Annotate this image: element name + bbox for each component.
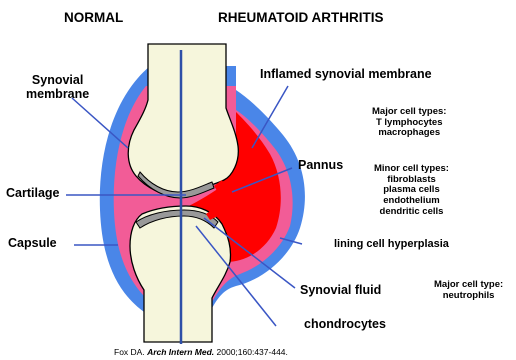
label-synovial-membrane-line-2: membrane — [26, 87, 89, 101]
citation-authors: Fox DA. — [114, 347, 145, 357]
label-capsule: Capsule — [8, 236, 57, 250]
heading-normal: NORMAL — [64, 10, 123, 25]
label-synovial-membrane: Synovial membrane — [26, 73, 89, 101]
minor-cell-types-block: Minor cell types: fibroblasts plasma cel… — [374, 164, 449, 217]
citation-details: 2000;160:437-444. — [217, 347, 288, 357]
citation-journal: Arch Intern Med. — [147, 347, 214, 357]
fluid-cell-type-item: neutrophils — [434, 291, 503, 302]
synovial-fluid-cell-type-block: Major cell type: neutrophils — [434, 280, 503, 301]
label-cartilage: Cartilage — [6, 186, 60, 200]
major-cell-types-block: Major cell types: T lymphocytes macropha… — [372, 107, 446, 139]
minor-cell-type-item: dendritic cells — [374, 207, 449, 218]
label-inflamed-synovial-membrane: Inflamed synovial membrane — [260, 67, 432, 81]
label-synovial-fluid: Synovial fluid — [300, 283, 381, 297]
label-chondrocytes: chondrocytes — [304, 317, 386, 331]
minor-cell-type-item: endothelium — [374, 196, 449, 207]
label-synovial-membrane-line-1: Synovial — [26, 73, 89, 87]
major-cell-type-item: macrophages — [372, 128, 446, 139]
label-pannus: Pannus — [298, 158, 343, 172]
heading-rheumatoid-arthritis: RHEUMATOID ARTHRITIS — [218, 10, 384, 25]
upper-bone — [128, 44, 238, 196]
label-lining-cell-hyperplasia: lining cell hyperplasia — [334, 238, 449, 250]
citation: Fox DA. Arch Intern Med. 2000;160:437-44… — [114, 347, 288, 357]
